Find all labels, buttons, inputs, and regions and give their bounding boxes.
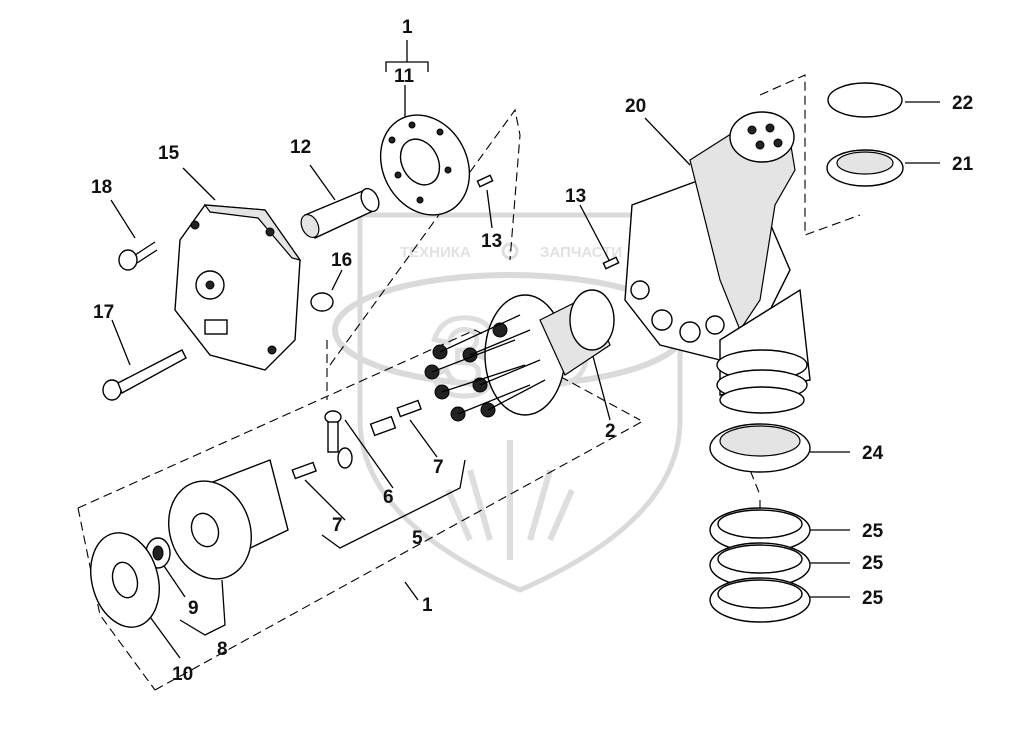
valve-plate-11 xyxy=(379,114,471,216)
seal-21 xyxy=(826,149,904,187)
callout-25-b: 25 xyxy=(862,553,884,574)
callout-1-top: 1 xyxy=(402,17,413,38)
callout-9: 9 xyxy=(188,598,199,619)
callout-7-b: 7 xyxy=(332,515,343,536)
callout-20: 20 xyxy=(625,96,646,117)
bolt-18 xyxy=(118,241,158,271)
pin-7-a xyxy=(396,399,422,418)
callout-13-upper: 13 xyxy=(481,231,502,252)
pin-7-b xyxy=(291,461,317,480)
ball-guide-6 xyxy=(324,410,397,469)
callout-25-a: 25 xyxy=(862,521,884,542)
housing-20 xyxy=(624,111,811,414)
retainer-plate-10 xyxy=(90,532,160,628)
callout-10: 10 xyxy=(172,664,193,685)
callout-1-bottom: 1 xyxy=(422,595,433,616)
sleeve-12 xyxy=(300,187,380,239)
o-ring-16 xyxy=(310,292,334,312)
callout-21: 21 xyxy=(952,154,974,175)
gear-icon xyxy=(501,242,519,260)
long-bolt-17 xyxy=(102,349,187,401)
ring-25-c xyxy=(709,577,811,623)
callout-6: 6 xyxy=(383,487,394,508)
callout-7-a: 7 xyxy=(433,457,444,478)
snap-ring-22 xyxy=(827,82,903,118)
callout-12: 12 xyxy=(290,137,311,158)
callout-labels: 1 11 12 15 18 13 13 16 17 20 22 21 2 24 … xyxy=(91,17,974,685)
watermark-text-right: ЗАПЧАСТИ xyxy=(540,244,622,261)
callout-15: 15 xyxy=(158,143,180,164)
callout-22: 22 xyxy=(952,93,973,114)
callout-24: 24 xyxy=(862,443,884,464)
ring-25-a xyxy=(709,507,811,553)
ring-25-b xyxy=(709,542,811,588)
callout-13-mid: 13 xyxy=(565,186,586,207)
callout-25-c: 25 xyxy=(862,588,884,609)
wheat-icon xyxy=(445,440,575,560)
watermark-text-left: ТЕХНИКА xyxy=(400,244,471,261)
callout-2: 2 xyxy=(605,421,616,442)
bearing-ring-24 xyxy=(709,423,811,473)
callout-18: 18 xyxy=(91,177,112,198)
rotating-group-2 xyxy=(424,289,615,422)
cylinder-barrel-8 xyxy=(168,459,289,580)
callout-17: 17 xyxy=(93,302,114,323)
dowel-pin-13-mid xyxy=(602,256,620,270)
dowel-pin-13-upper xyxy=(476,174,494,188)
callout-5: 5 xyxy=(412,528,423,549)
end-cover-15 xyxy=(174,204,302,371)
callout-16: 16 xyxy=(331,250,352,271)
callout-11: 11 xyxy=(394,66,415,87)
callout-8: 8 xyxy=(217,639,228,660)
